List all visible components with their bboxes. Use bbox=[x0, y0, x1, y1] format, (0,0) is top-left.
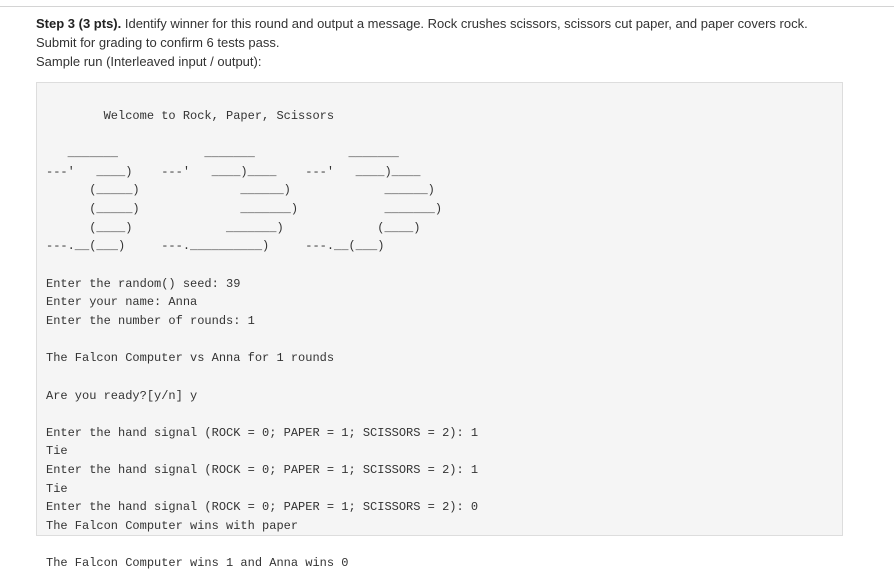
sample-run-output: Welcome to Rock, Paper, Scissors _______… bbox=[46, 108, 479, 571]
step-text: Identify winner for this round and outpu… bbox=[121, 16, 808, 31]
sample-run-output-box: Welcome to Rock, Paper, Scissors _______… bbox=[36, 82, 843, 570]
step-description: Step 3 (3 pts). Identify winner for this… bbox=[36, 14, 876, 33]
top-divider bbox=[0, 6, 894, 7]
grading-note: Submit for grading to confirm 6 tests pa… bbox=[36, 35, 280, 50]
instructions-block: Step 3 (3 pts). Identify winner for this… bbox=[36, 14, 876, 71]
sample-run-label: Sample run (Interleaved input / output): bbox=[36, 54, 262, 69]
step-label: Step 3 (3 pts). bbox=[36, 16, 122, 31]
